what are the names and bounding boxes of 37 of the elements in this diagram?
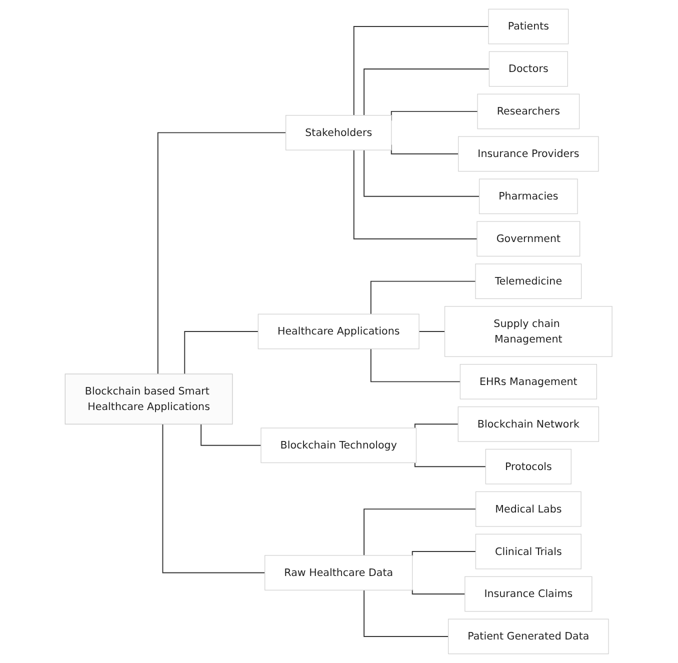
connector [364, 150, 480, 197]
node-box: Telemedicine [476, 264, 582, 299]
connector [412, 589, 466, 594]
connector [354, 26, 490, 116]
node-box: EHRs Management [460, 364, 598, 400]
node-box: Patients [488, 8, 570, 44]
connector [414, 424, 459, 428]
node-box: Pharmacies [479, 178, 578, 214]
node-box: Researchers [478, 94, 580, 130]
node-box: Medical Labs [476, 491, 582, 527]
node-box: Blockchain based Smart Healthcare Applications [65, 374, 234, 424]
node-box: Government [477, 221, 581, 257]
connector [162, 424, 266, 574]
node-box: Raw Healthcare Data [264, 555, 414, 590]
node-box: Healthcare Applications [258, 314, 420, 350]
node-box: Insurance Providers [458, 136, 600, 172]
connector [414, 462, 487, 468]
node-box: Blockchain Technology [261, 428, 417, 464]
node-box: Patient Generated Data [448, 618, 610, 654]
connector [370, 280, 476, 315]
node-box: Supply chain Management [444, 306, 613, 357]
connector [412, 551, 477, 556]
connector [364, 508, 477, 556]
node-box: Protocols [486, 448, 572, 484]
connector [364, 590, 450, 637]
node-box: Clinical Trials [476, 534, 582, 570]
connector [364, 68, 490, 116]
connector [158, 132, 287, 374]
connector [200, 424, 262, 446]
connector [354, 150, 478, 240]
node-box: Insurance Claims [465, 576, 593, 612]
connector [184, 331, 260, 374]
node-box: Blockchain Network [458, 406, 600, 442]
node-box: Doctors [489, 51, 568, 87]
connector [418, 331, 446, 332]
connector [370, 348, 462, 382]
node-box: Stakeholders [286, 114, 392, 150]
